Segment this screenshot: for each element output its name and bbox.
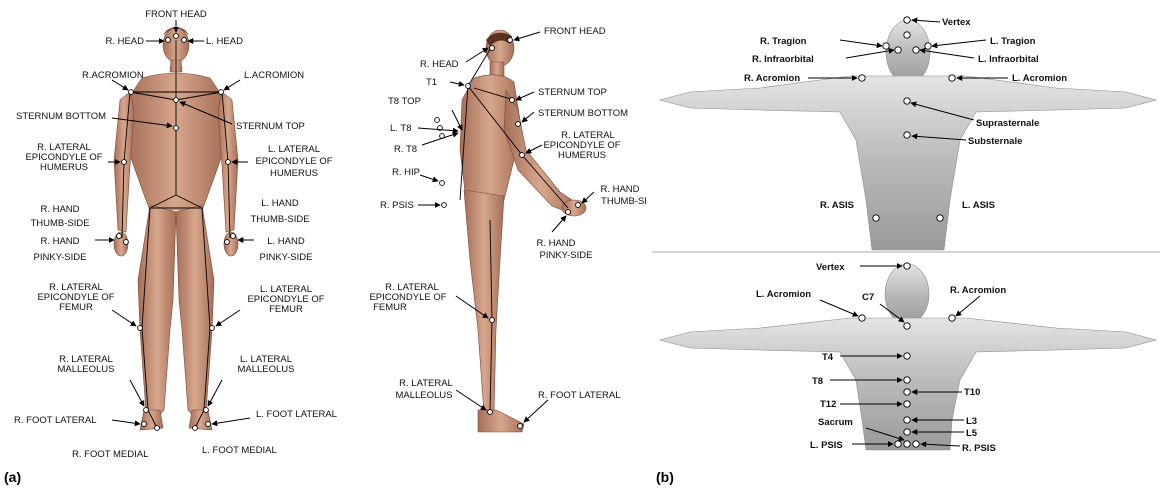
label-side-r-foot-lateral: R. FOOT LATERAL (538, 390, 621, 401)
label-sternum-top: STERNUM TOP (236, 121, 305, 132)
label-l-lat-epi-humerus-3: HUMERUS (270, 168, 318, 179)
label-side-t8-top: T8 TOP (388, 96, 421, 107)
label-r-lat-epi-femur-3: FEMUR (59, 302, 93, 313)
mannequin-back-view: Vertex L. Acromion C7 R. Acromion T4 T8 … (660, 262, 1156, 454)
label-mf-r-acromion: R. Acromion (744, 73, 800, 84)
label-side-r-hip: R. HIP (392, 167, 420, 178)
label-l-hand-thumb-2: THUMB-SIDE (250, 214, 309, 225)
label-r-lat-malleolus-2: MALLEOLUS (57, 364, 114, 375)
label-r-hand-thumb-1: R. HAND (40, 204, 79, 215)
label-side-l-t8: L. T8 (390, 123, 411, 134)
label-l-lat-malleolus-2: MALLEOLUS (237, 364, 294, 375)
label-side-sternum-top: STERNUM TOP (538, 87, 607, 98)
label-side-t1: T1 (426, 77, 437, 88)
label-r-foot-lateral: R. FOOT LATERAL (14, 415, 97, 426)
label-mf-l-acromion: L. Acromion (1012, 73, 1067, 84)
label-mf-l-infraorbital: L. Infraorbital (978, 54, 1039, 65)
label-mb-l-acromion: L. Acromion (756, 289, 811, 300)
label-r-hand-pinky-2: PINKY-SIDE (34, 252, 87, 263)
label-mf-l-tragion: L. Tragion (990, 36, 1036, 47)
label-l-hand-thumb-1: L. HAND (261, 198, 299, 209)
label-side-r-t8: R. T8 (394, 144, 417, 155)
label-r-hand-thumb-2: THUMB-SIDE (30, 218, 89, 229)
panel-label-a: (a) (4, 469, 21, 485)
front-human-figure: FRONT HEAD R. HEAD L. HEAD R.ACROMION L.… (14, 9, 337, 460)
label-mb-sacrum: Sacrum (818, 417, 853, 428)
label-mb-t8: T8 (812, 376, 823, 387)
label-side-r-hand-pinky-2: PINKY-SIDE (540, 250, 593, 261)
label-side-front-head: FRONT HEAD (544, 26, 606, 37)
label-mb-t10: T10 (964, 387, 980, 398)
label-mb-r-acromion: R. Acromion (950, 285, 1006, 296)
label-side-r-hand-pinky-1: R. HAND (536, 238, 575, 249)
label-mf-suprasternale: Suprasternale (976, 118, 1039, 129)
label-l-foot-medial: L. FOOT MEDIAL (202, 445, 277, 456)
label-front-head: FRONT HEAD (145, 9, 207, 20)
label-side-r-hand-thumb-1: R. HAND (600, 184, 639, 195)
label-mf-r-tragion: R. Tragion (760, 36, 807, 47)
label-mb-t4: T4 (822, 352, 834, 363)
label-mb-l-psis: L. PSIS (810, 440, 843, 451)
label-l-foot-lateral: L. FOOT LATERAL (256, 409, 337, 420)
label-r-acromion: R.ACROMION (82, 70, 144, 81)
label-r-hand-pinky-1: R. HAND (40, 236, 79, 247)
panel-label-b: (b) (656, 469, 674, 485)
label-side-r-lat-malleolus-1: R. LATERAL (399, 378, 453, 389)
label-side-r-lat-epi-femur-3: FEMUR (373, 302, 407, 313)
label-mf-vertex: Vertex (942, 17, 971, 28)
label-l-lat-epi-femur-3: FEMUR (269, 304, 303, 315)
mannequin-front-view: Vertex R. Tragion L. Tragion R. Infraorb… (652, 0, 1160, 252)
label-mf-r-asis: R. ASIS (820, 200, 854, 211)
label-r-lat-epi-humerus-3: HUMERUS (40, 162, 88, 173)
label-side-r-lat-epi-humerus-3: HUMERUS (558, 150, 606, 161)
label-side-r-head: R. HEAD (420, 59, 459, 70)
label-r-head: R. HEAD (105, 36, 144, 47)
label-mf-l-asis: L. ASIS (962, 200, 995, 211)
label-l-lat-epi-humerus-1: L. LATERAL (268, 144, 320, 155)
label-l-lat-epi-humerus-2: EPICONDYLE OF (255, 156, 332, 167)
label-r-foot-medial: R. FOOT MEDIAL (72, 449, 148, 460)
label-mb-t12: T12 (820, 399, 836, 410)
label-mb-l3: L3 (966, 416, 977, 427)
label-l-acromion: L.ACROMION (244, 70, 304, 81)
label-side-r-hand-thumb-2: THUMB-SI (601, 196, 647, 207)
label-mb-l5: L5 (966, 428, 978, 439)
label-mb-r-psis: R. PSIS (962, 443, 996, 454)
label-mb-c7: C7 (862, 292, 874, 303)
label-mf-r-infraorbital: R. Infraorbital (752, 54, 814, 65)
label-side-r-lat-malleolus-2: MALLEOLUS (395, 390, 452, 401)
label-sternum-bottom: STERNUM BOTTOM (16, 111, 106, 122)
label-l-hand-pinky-1: L. HAND (267, 236, 305, 247)
label-l-head: L. HEAD (206, 36, 243, 47)
side-human-figure: FRONT HEAD R. HEAD T1 STERNUM TOP STERNU… (369, 26, 647, 432)
label-mf-substernale: Substernale (968, 136, 1022, 147)
label-l-hand-pinky-2: PINKY-SIDE (260, 252, 313, 263)
label-mb-vertex: Vertex (816, 262, 845, 273)
label-side-r-psis: R. PSIS (380, 200, 414, 211)
label-side-sternum-bottom: STERNUM BOTTOM (538, 108, 628, 119)
